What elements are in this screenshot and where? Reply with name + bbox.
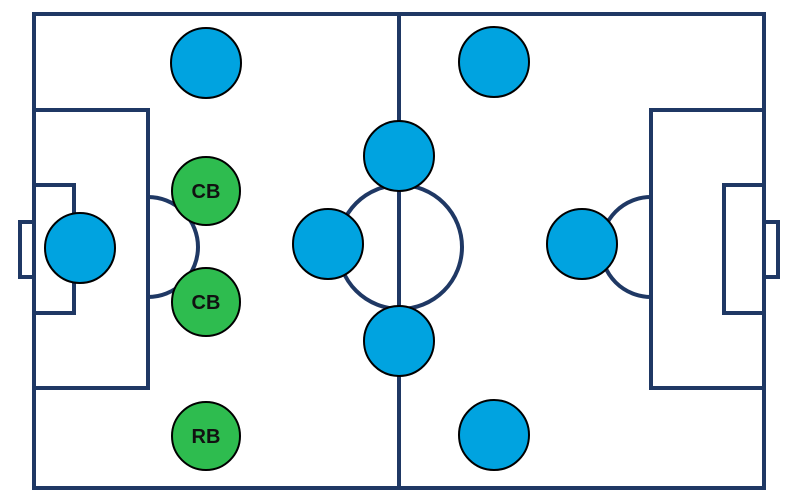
player-center-bottom — [363, 305, 435, 377]
right-penalty-box — [649, 108, 766, 390]
player-marker — [458, 26, 530, 98]
left-goal — [18, 220, 36, 279]
player-marker — [171, 401, 241, 471]
player-marker — [458, 399, 530, 471]
player-marker — [363, 305, 435, 377]
player-cb-1: CB — [171, 156, 241, 226]
player-right-top — [458, 26, 530, 98]
player-position-label: CB — [192, 292, 221, 314]
players: CB CB RB — [44, 26, 618, 471]
player-position-label: RB — [192, 426, 221, 448]
player-marker — [292, 208, 364, 280]
player-right-middle — [546, 208, 618, 280]
player-rb: RB — [171, 401, 241, 471]
player-center-top — [363, 120, 435, 192]
player-center-left — [292, 208, 364, 280]
player-marker — [44, 212, 116, 284]
left-penalty-arc — [147, 195, 200, 299]
player-right-bottom — [458, 399, 530, 471]
player-marker — [546, 208, 618, 280]
player-marker — [170, 27, 242, 99]
player-cb-2: CB — [171, 267, 241, 337]
player-marker — [363, 120, 435, 192]
field-markings — [18, 12, 780, 490]
player-position-label: CB — [192, 181, 221, 203]
right-goal-area — [722, 183, 766, 315]
right-goal — [762, 220, 780, 279]
player-marker — [171, 156, 241, 226]
player-left-goalkeeper — [44, 212, 116, 284]
player-marker — [171, 267, 241, 337]
player-left-top — [170, 27, 242, 99]
